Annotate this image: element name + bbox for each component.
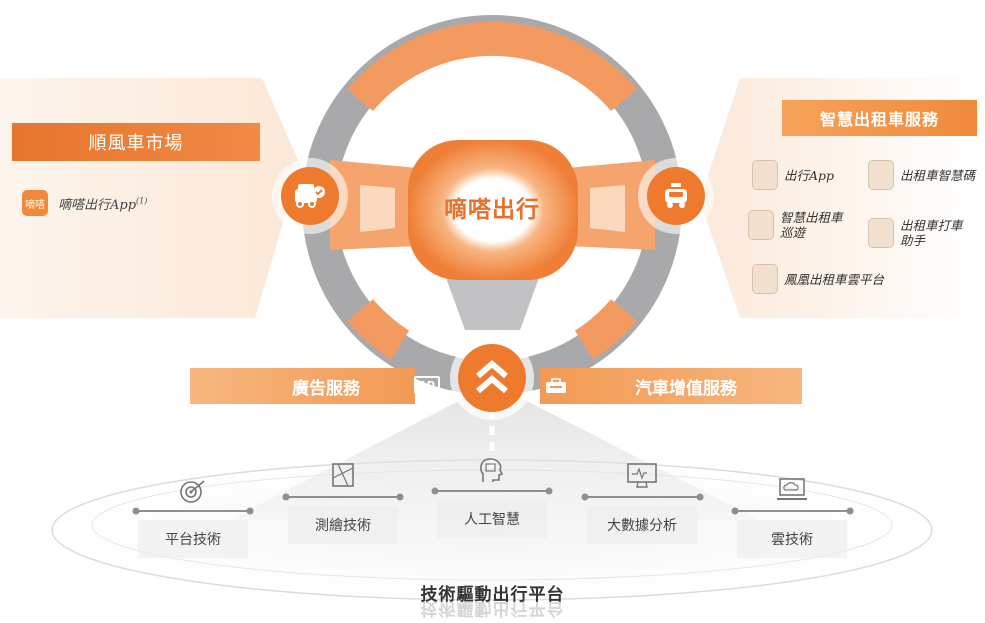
service-item: 出租車打車助手: [868, 218, 963, 248]
app-name-text: 嘀嗒出行App: [58, 197, 137, 213]
tech-label: 雲技術: [771, 532, 813, 548]
service-label: 出租車打車助手: [900, 218, 963, 248]
service-item: 出租車智慧碼: [868, 160, 975, 190]
grid-icon: [752, 264, 778, 294]
car-check-icon: [292, 180, 328, 212]
map-icon: [328, 462, 358, 490]
double-chevron-up-icon: [474, 358, 510, 398]
smart-taxi-banner: 智慧出租車服務: [782, 100, 977, 136]
car-services-ribbon: 汽車增值服務: [540, 368, 802, 404]
map-pin-icon: [748, 210, 774, 240]
ride-sharing-market-banner: 順風車市場: [12, 123, 260, 161]
service-label-line2: 助手: [900, 233, 926, 248]
left-app-item: 嘀嗒 嘀嗒出行App(1): [22, 190, 147, 216]
qr-code-icon: [868, 160, 894, 190]
service-label: 出租車智慧碼: [900, 167, 976, 183]
service-item: 鳳凰出租車雲平台: [752, 264, 884, 294]
service-label: 智慧出租車巡遊: [780, 210, 843, 240]
platform-title-reflection: 技術驅動出行平台: [420, 598, 565, 618]
toolbox-icon: [544, 378, 568, 394]
service-label: 出行App: [784, 167, 835, 183]
car-services-label: 汽車增值服務: [635, 378, 737, 399]
app-name: 嘀嗒出行App(1): [58, 194, 148, 213]
tech-item: 平台技術: [138, 478, 248, 558]
ai-head-icon: [477, 456, 507, 484]
service-label-line2: 巡遊: [780, 225, 806, 240]
tech-item: 人工智慧: [437, 456, 547, 538]
service-item: 智慧出租車巡遊: [748, 210, 843, 240]
service-item: 出行App: [752, 160, 834, 190]
footnote-marker: (1): [136, 196, 148, 206]
tech-item: 測繪技術: [288, 462, 398, 544]
tech-item: 大數據分析: [587, 462, 697, 544]
service-label-line1: 出租車打車: [900, 218, 963, 233]
service-label-line1: 智慧出租車: [780, 210, 843, 225]
hub-title: 嘀嗒出行: [444, 197, 540, 223]
tech-item: 雲技術: [737, 476, 847, 558]
platform-title: 技術驅動出行平台: [420, 585, 565, 605]
phone-app-icon: [752, 160, 778, 190]
ad-icon-text: AD: [418, 379, 436, 391]
advertising-label: 廣告服務: [292, 378, 360, 399]
tech-label: 平台技術: [165, 532, 221, 548]
advertising-ribbon: 廣告服務: [190, 368, 415, 404]
cloud-laptop-icon: [775, 476, 809, 504]
service-label: 鳳凰出租車雲平台: [784, 271, 885, 287]
app-logo: 嘀嗒: [22, 190, 48, 216]
monitor-chart-icon: [625, 462, 659, 490]
taxi-icon: [660, 180, 692, 212]
location-icon: [868, 218, 894, 248]
target-icon: [176, 478, 210, 504]
tech-label: 大數據分析: [607, 518, 677, 534]
tech-label: 人工智慧: [464, 512, 520, 528]
ad-icon: AD: [414, 376, 440, 394]
tech-label: 測繪技術: [315, 518, 371, 534]
